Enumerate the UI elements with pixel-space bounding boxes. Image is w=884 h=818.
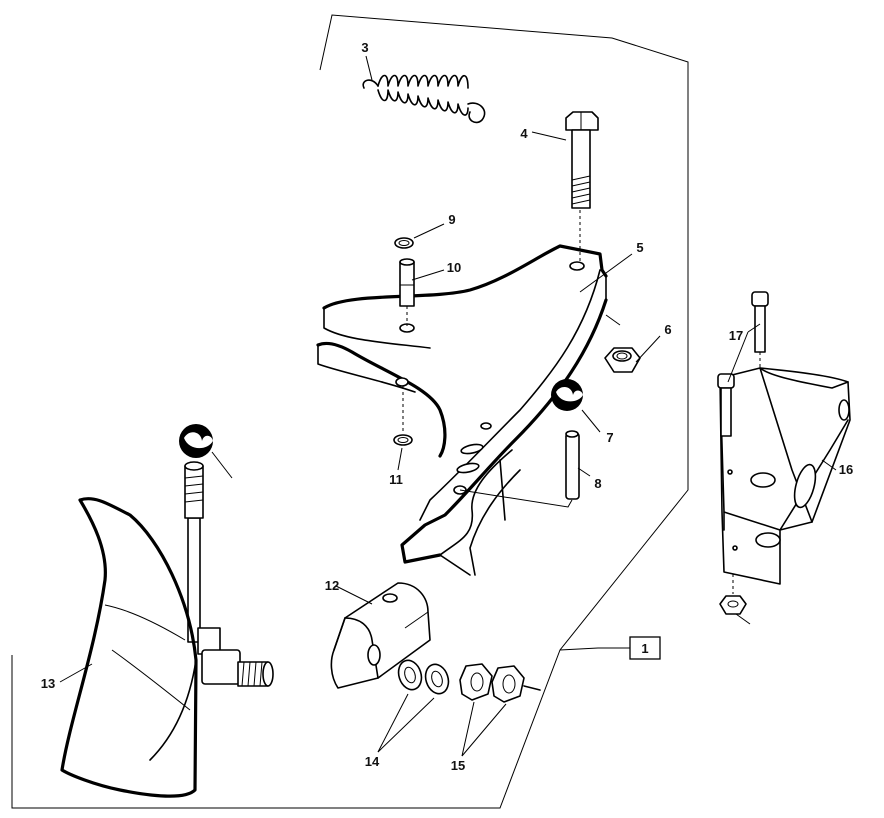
part-nut xyxy=(604,347,641,373)
part-frame xyxy=(316,244,621,576)
callout-11: 12 xyxy=(325,578,339,593)
callout-6: 7 xyxy=(606,430,613,445)
part-circlip-top xyxy=(394,237,414,249)
callout-labels: 3 4 5 6 7 8 9 10 11 12 13 14 15 16 17 xyxy=(41,40,853,773)
callout-15: 16 xyxy=(839,462,853,477)
part-bracket-nut xyxy=(719,574,747,615)
leader-lines xyxy=(59,55,837,757)
part-pin xyxy=(565,430,580,500)
callout-13: 14 xyxy=(365,754,380,769)
assembly-label: 1 xyxy=(641,641,648,656)
callout-4: 5 xyxy=(636,240,643,255)
callout-5: 6 xyxy=(664,322,671,337)
callout-8: 9 xyxy=(448,212,455,227)
callout-9: 10 xyxy=(447,260,461,275)
callout-10: 11 xyxy=(389,472,403,487)
part-tine-blade xyxy=(60,461,274,798)
part-bolt xyxy=(565,111,599,262)
callout-3: 4 xyxy=(520,126,528,141)
part-nuts xyxy=(459,663,541,703)
part-bushing xyxy=(399,258,415,326)
part-grease-point xyxy=(551,379,583,411)
assembly-boundary xyxy=(11,14,689,809)
part-washers xyxy=(397,659,450,695)
callout-7: 8 xyxy=(594,476,601,491)
assembly-label-box: 1 xyxy=(629,636,661,660)
part-spring xyxy=(362,74,486,124)
part-holder-block xyxy=(330,582,431,689)
part-bracket xyxy=(719,367,851,585)
callout-14: 15 xyxy=(451,758,465,773)
part-circlip-lower xyxy=(393,386,413,446)
callout-2: 3 xyxy=(361,40,368,55)
callout-16: 17 xyxy=(729,328,743,343)
callout-12: 13 xyxy=(41,676,55,691)
part-grease-point-tine xyxy=(179,424,213,458)
